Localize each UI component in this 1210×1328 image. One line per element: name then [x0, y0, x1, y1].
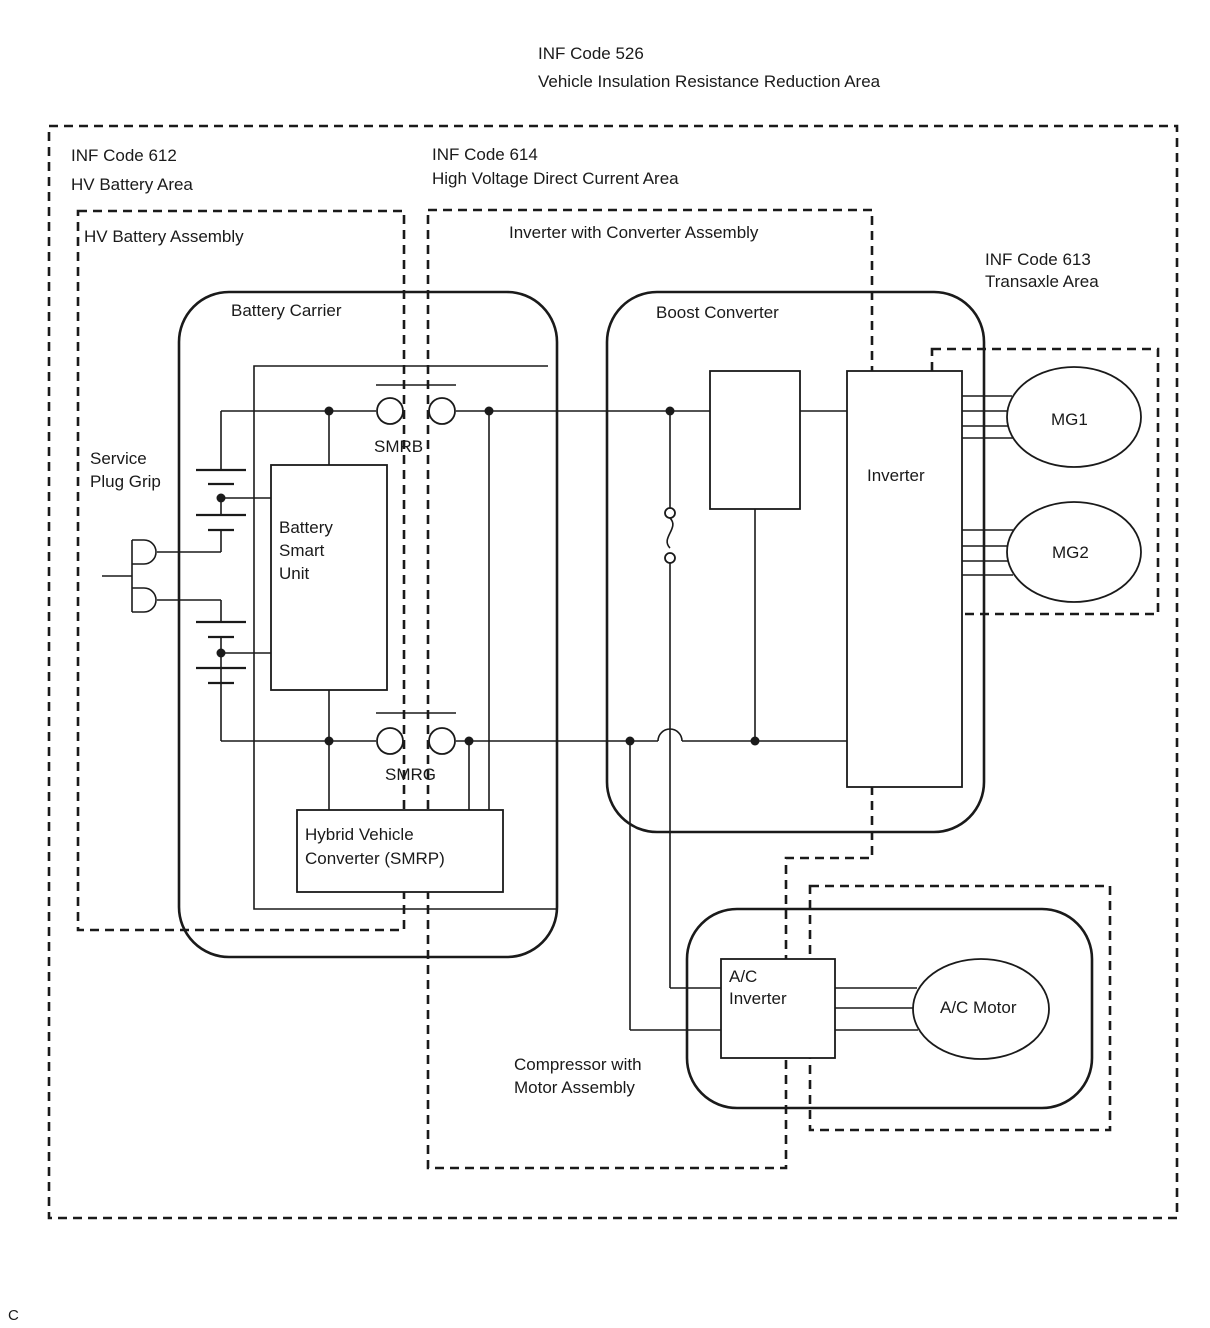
inf614-code-label: INF Code 614 [432, 145, 538, 164]
inf613-area-boundary [930, 347, 1160, 616]
inverter-block [846, 370, 963, 788]
ac-inverter-box [720, 958, 836, 1059]
inf614-area-boundary [426, 208, 874, 1170]
ac-motor [912, 958, 1050, 1060]
inf613-code-label: INF Code 613 [985, 250, 1091, 269]
hybrid-vehicle-converter-label-line2: Converter (SMRP) [305, 849, 445, 868]
compressor-assembly-label-line2: Motor Assembly [514, 1078, 635, 1097]
compressor-assembly-enclosure [685, 907, 1094, 1110]
mg1-label: MG1 [1051, 410, 1088, 429]
inverter-label: Inverter [867, 466, 925, 485]
mg1-motor [1006, 366, 1142, 468]
service-plug-grip-contacts [132, 539, 157, 613]
battery-smart-unit-box [270, 464, 388, 691]
service-plug-grip-label-line2: Plug Grip [90, 472, 161, 491]
mg2-label: MG2 [1052, 543, 1089, 562]
corner-mark: C [8, 1307, 19, 1324]
mg2-motor [1006, 501, 1142, 603]
inf526-code-label: INF Code 526 [538, 44, 644, 63]
ac-motor-label: A/C Motor [940, 998, 1017, 1017]
smrb-label: SMRB [374, 437, 423, 456]
boost-converter-block [709, 370, 801, 510]
inf614-name-label: High Voltage Direct Current Area [432, 169, 679, 188]
battery-smart-unit-label-line3: Unit [279, 564, 310, 583]
inf612-name-label: HV Battery Area [71, 175, 193, 194]
battery-carrier-label: Battery Carrier [231, 301, 342, 320]
fuse [664, 507, 676, 564]
smrg-relay [376, 712, 456, 755]
boost-converter-enclosure [605, 290, 986, 834]
hybrid-vehicle-converter-label-line1: Hybrid Vehicle [305, 825, 414, 844]
ac-inverter-label-line1: A/C [729, 967, 757, 986]
junction-dots [216, 406, 760, 746]
wiring [102, 365, 1014, 1031]
smrb-relay [376, 384, 456, 425]
inf526-name-label: Vehicle Insulation Resistance Reduction … [538, 72, 881, 91]
inf526-area-boundary [47, 124, 1179, 1220]
smrg-label: SMRG [385, 765, 436, 784]
service-plug-grip-label-line1: Service [90, 449, 147, 468]
ac-inverter-label-line2: Inverter [729, 989, 787, 1008]
hybrid-vehicle-converter-box [296, 809, 504, 893]
boost-converter-label: Boost Converter [656, 303, 779, 322]
inf613-name-label: Transaxle Area [985, 272, 1099, 291]
battery-cells [196, 468, 246, 685]
compressor-assembly-label-line1: Compressor with [514, 1055, 642, 1074]
hv-battery-assembly-boundary [76, 209, 406, 932]
battery-smart-unit-label-line2: Smart [279, 541, 325, 560]
battery-carrier-enclosure [177, 290, 559, 959]
battery-smart-unit-label-line1: Battery [279, 518, 333, 537]
inf612-code-label: INF Code 612 [71, 146, 177, 165]
hv-battery-assembly-label: HV Battery Assembly [84, 227, 244, 246]
inverter-converter-assembly-label: Inverter with Converter Assembly [509, 223, 759, 242]
